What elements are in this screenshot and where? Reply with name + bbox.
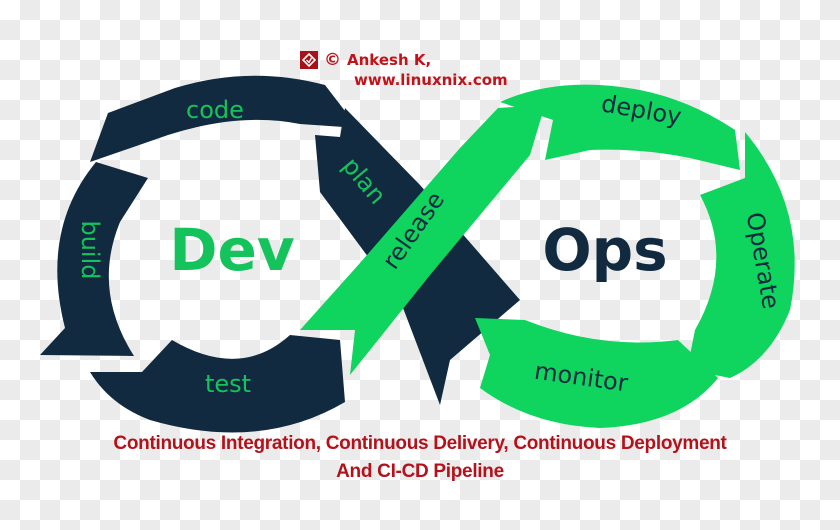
linuxnix-logo-icon [300,51,318,69]
author-name: Ankesh K, [347,51,432,69]
copyright-credit: © Ankesh K, www.linuxnix.com [300,50,508,90]
caption-line-2: And CI-CD Pipeline [336,461,504,482]
caption-line-1: Continuous Integration, Continuous Deliv… [113,433,727,454]
segment-test [90,335,345,433]
segment-monitor [475,318,718,428]
label-code: code [186,96,244,124]
ops-loop [300,84,795,428]
label-test: test [205,370,251,398]
segment-operate [685,132,795,380]
caption: Continuous Integration, Continuous Deliv… [0,430,840,486]
website-text: www.linuxnix.com [354,71,508,89]
copyright-icon: © [324,50,341,70]
segment-code [90,75,358,162]
center-label-ops: Ops [542,216,667,284]
segment-release [300,105,545,375]
segment-build [40,162,148,356]
segment-deploy [500,84,740,170]
label-build: build [76,220,104,279]
center-label-dev: Dev [169,216,294,284]
